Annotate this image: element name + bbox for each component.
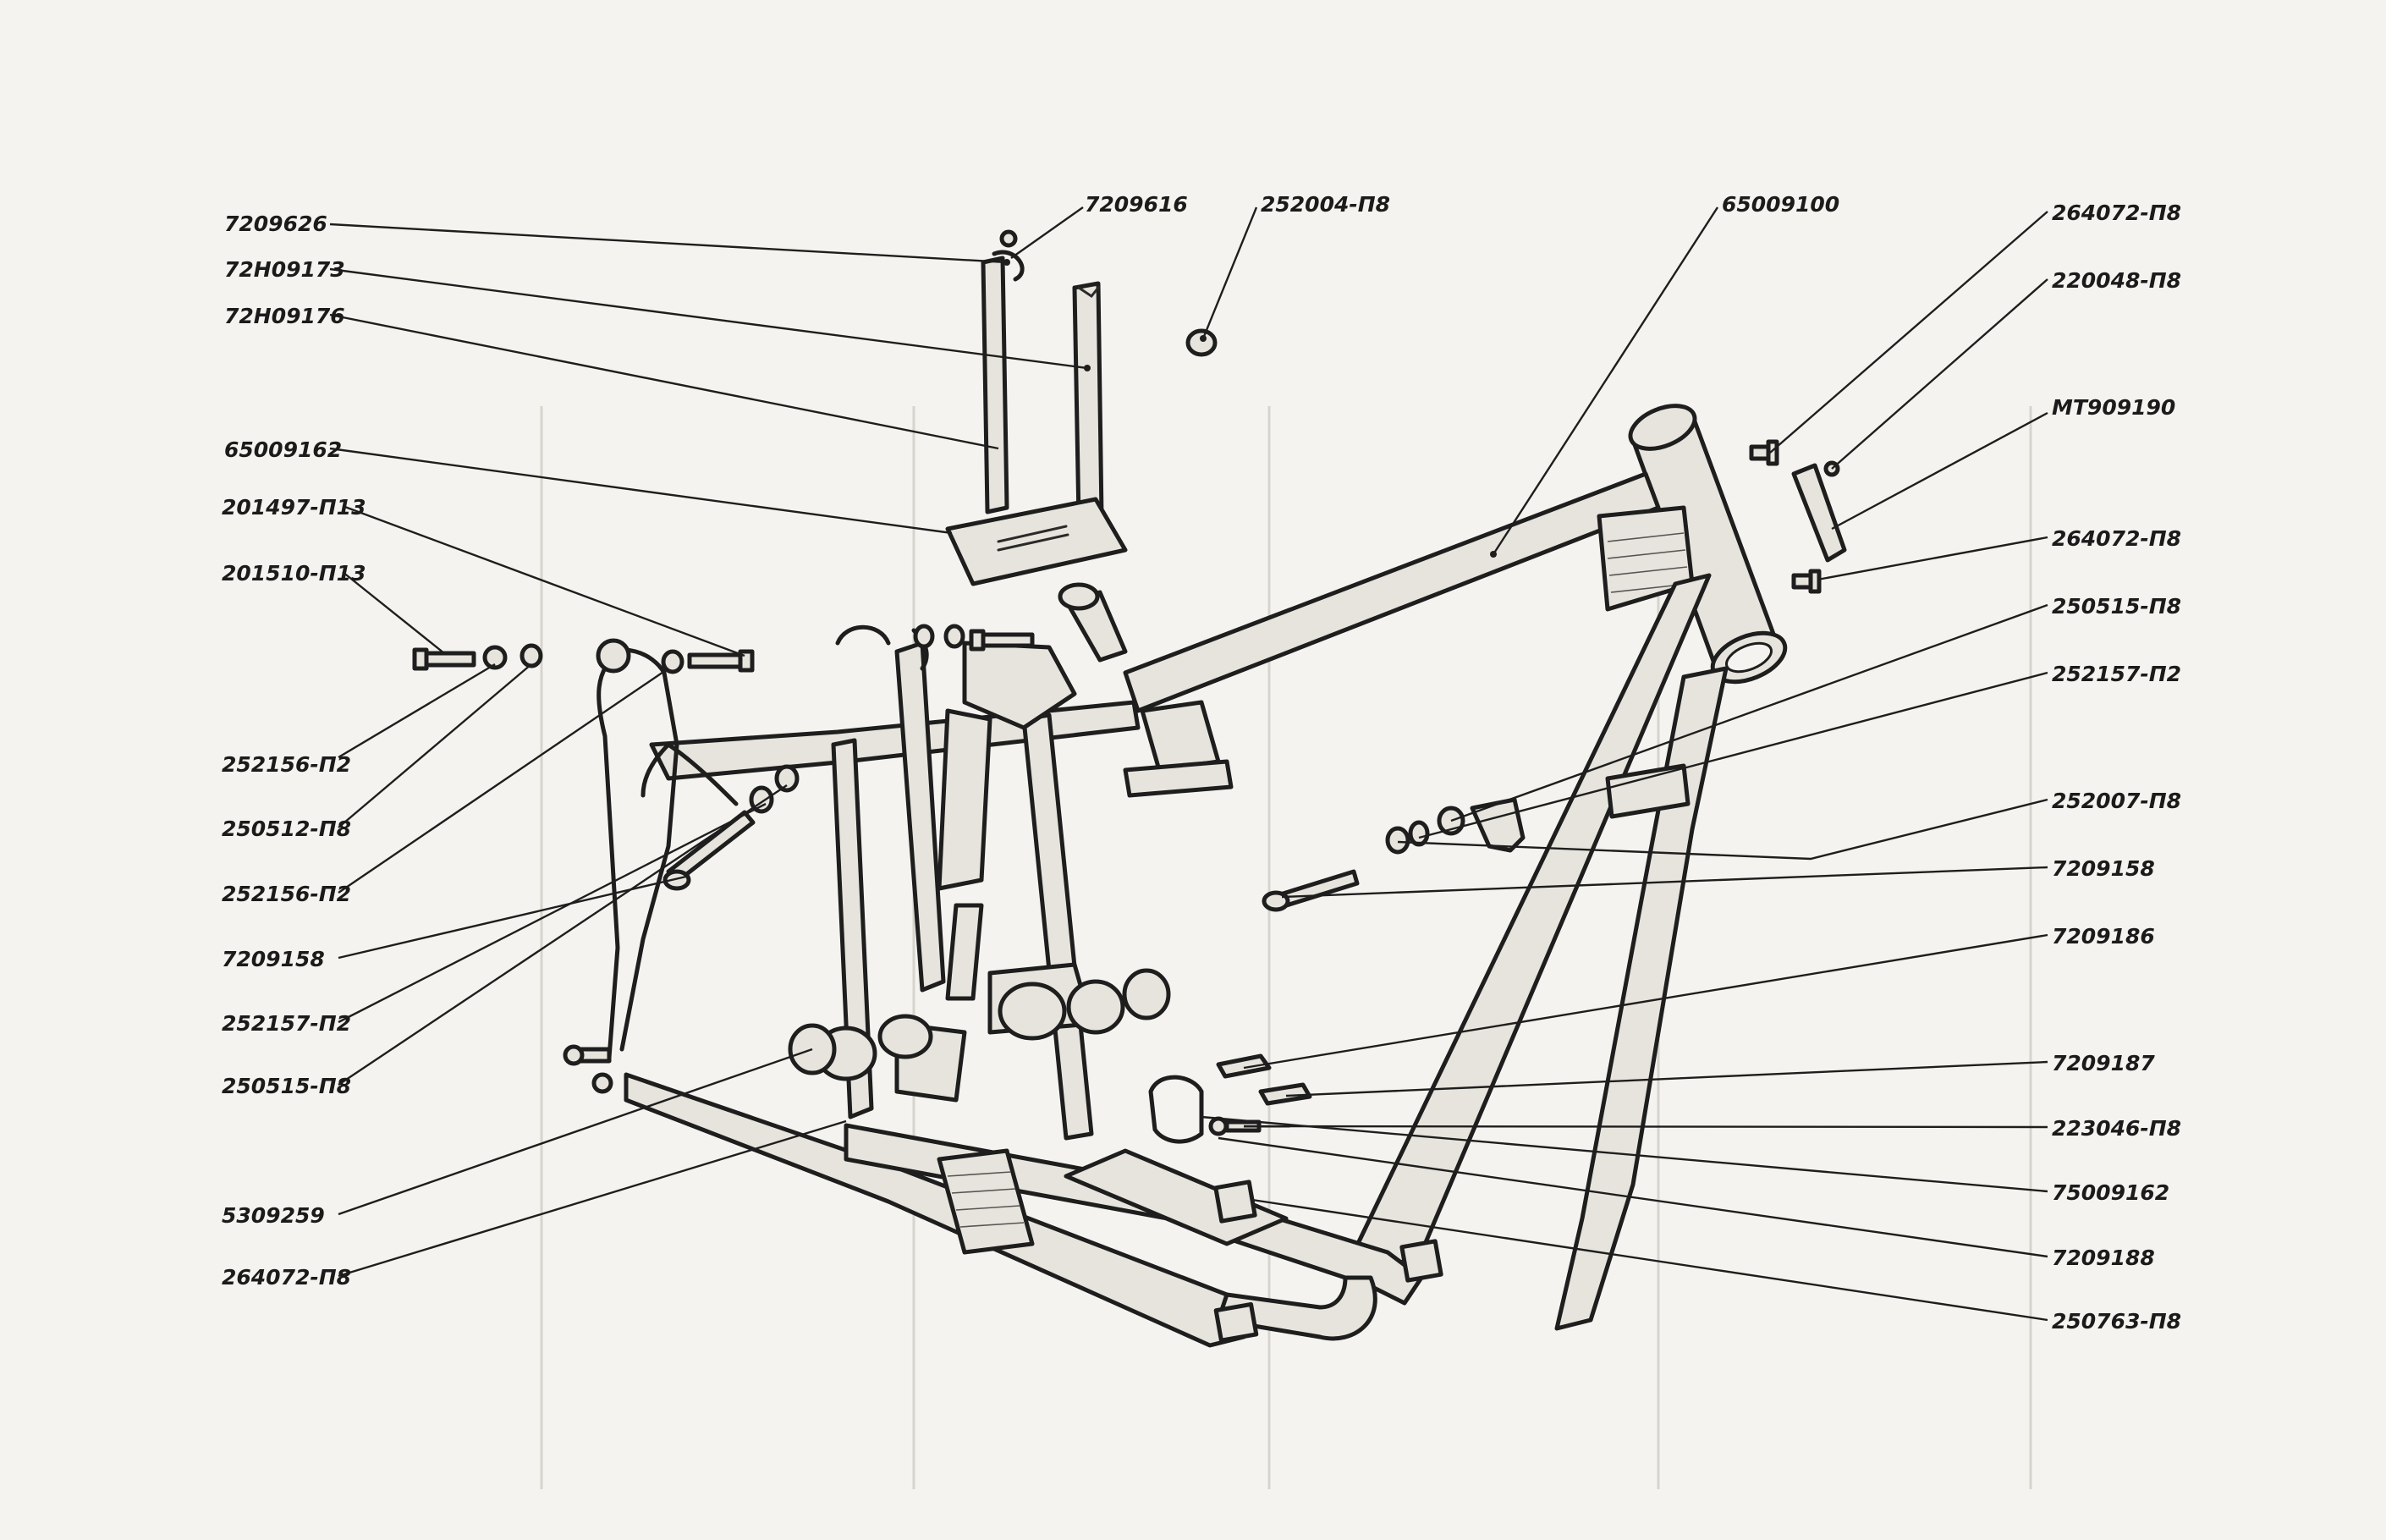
reflector <box>1791 463 1847 563</box>
label-left-5: 201497-П13 <box>222 495 366 520</box>
leader-lines <box>329 206 2048 1322</box>
cradle-brackets <box>1213 1180 1443 1343</box>
label-right-7: 252007-П8 <box>2052 789 2181 813</box>
label-right-9: 7209186 <box>2052 924 2155 949</box>
top-labels: 7209616 252004-П8 65009100 <box>1085 192 1839 217</box>
label-right-10: 7209187 <box>2052 1051 2155 1075</box>
center-uprights <box>831 624 1094 1141</box>
label-right-2: 220048-П8 <box>2052 268 2181 293</box>
label-top-1: 7209616 <box>1085 192 1188 217</box>
label-left-4: 65009162 <box>224 437 342 462</box>
label-right-1: 264072-П8 <box>2052 201 2181 225</box>
label-left-10: 7209158 <box>222 947 325 971</box>
rubber-pad <box>945 497 1128 586</box>
right-labels: 264072-П8 220048-П8 МТ909190 264072-П8 2… <box>2052 201 2181 1334</box>
label-left-11: 252157-П2 <box>222 1011 351 1036</box>
loose-parts <box>412 229 1847 1144</box>
right-stud <box>1262 797 1526 912</box>
label-right-11: 223046-П8 <box>2052 1116 2181 1141</box>
rear-stud <box>662 764 800 891</box>
seat-support-struts <box>981 229 1104 523</box>
spacer-washer <box>1185 328 1218 357</box>
seat-mount-bracket <box>937 641 1077 1001</box>
label-top-3: 65009100 <box>1722 192 1839 217</box>
label-right-8: 7209158 <box>2052 856 2155 881</box>
label-right-14: 250763-П8 <box>2052 1309 2181 1334</box>
label-left-3: 72Н09176 <box>224 304 345 328</box>
bolt-lower-left <box>563 1044 613 1094</box>
label-left-12: 250515-П8 <box>222 1074 351 1098</box>
label-left-14: 264072-П8 <box>222 1265 351 1290</box>
engine-mounts <box>788 962 1171 1255</box>
nut-top-right <box>1749 439 1779 466</box>
label-right-6: 252157-П2 <box>2052 662 2181 686</box>
front-down-tubes <box>1351 573 1729 1331</box>
small-plates <box>1216 1053 1312 1106</box>
label-right-5: 250515-П8 <box>2052 594 2181 619</box>
label-left-8: 250512-П8 <box>222 817 351 841</box>
label-left-2: 72Н09173 <box>224 257 345 282</box>
bolt-center <box>969 629 1035 652</box>
nut-mid-right <box>1791 569 1822 594</box>
motorcycle-frame <box>596 404 1788 1348</box>
label-left-9: 252156-П2 <box>222 882 351 906</box>
top-tube <box>1123 471 1695 713</box>
left-labels: 7209626 72Н09173 72Н09176 65009162 20149… <box>222 212 366 1290</box>
clamp <box>1148 1075 1204 1144</box>
label-right-12: 75009162 <box>2052 1180 2169 1205</box>
label-left-6: 201510-П13 <box>222 561 366 586</box>
tank-mount <box>1058 582 1234 798</box>
label-right-13: 7209188 <box>2052 1246 2155 1270</box>
label-top-2: 252004-П8 <box>1261 192 1390 217</box>
headstock-tube <box>1628 404 1788 685</box>
label-right-4: 264072-П8 <box>2052 526 2181 551</box>
label-left-1: 7209626 <box>224 212 327 236</box>
label-left-13: 5309259 <box>222 1203 325 1228</box>
label-left-7: 252156-П2 <box>222 752 351 777</box>
label-right-3: МТ909190 <box>2052 395 2175 420</box>
bolt-left-1 <box>412 647 476 671</box>
